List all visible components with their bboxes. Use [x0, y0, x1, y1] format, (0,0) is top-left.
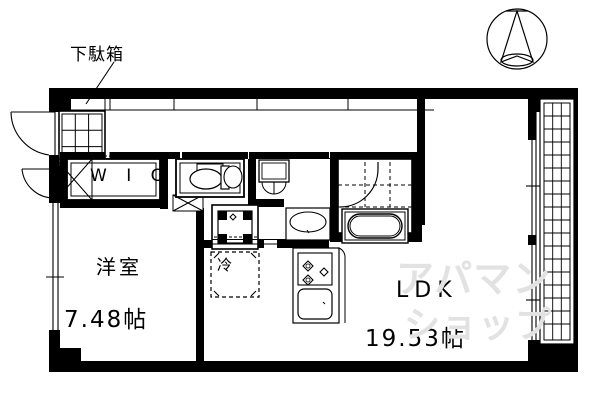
- secondary-door-swing: [21, 168, 55, 199]
- bathroom-door-swing: [339, 162, 379, 208]
- small-cabinet: [256, 155, 330, 195]
- balcony: [526, 98, 575, 345]
- storage-closet-x: [55, 158, 93, 201]
- kitchen-counter: [292, 247, 346, 324]
- room-area-washitsu: 7.48帖: [64, 307, 149, 333]
- balcony-sliding-door: [526, 112, 540, 340]
- bedroom-washitsu: [46, 203, 203, 350]
- room-area-ldk: 19.53帖: [365, 326, 466, 352]
- north-compass-rose: [486, 8, 548, 70]
- entrance-door-swing: [10, 111, 55, 156]
- room-label-ldk: LDK: [396, 278, 458, 303]
- grid-railing: [544, 103, 570, 340]
- shoe-cabinet-label: 下駄箱: [70, 45, 124, 65]
- walk-in-closet: [66, 155, 161, 206]
- washing-machine-pan: [211, 204, 259, 250]
- room-label-washitsu: 洋室: [96, 255, 142, 279]
- shoe-cabinet-leader-line: [85, 61, 115, 105]
- bedroom-window: [46, 203, 64, 350]
- washbasin-fixture: [285, 207, 331, 241]
- refrigerator-label: 冷: [217, 256, 233, 274]
- bathroom-unit-bath: [337, 158, 419, 244]
- refrigerator-space: [210, 236, 330, 298]
- stove-burners: [297, 252, 333, 286]
- toilet-fixture: [175, 155, 245, 198]
- kitchen-sink: [297, 288, 333, 320]
- room-label-wic: W I C: [90, 166, 170, 186]
